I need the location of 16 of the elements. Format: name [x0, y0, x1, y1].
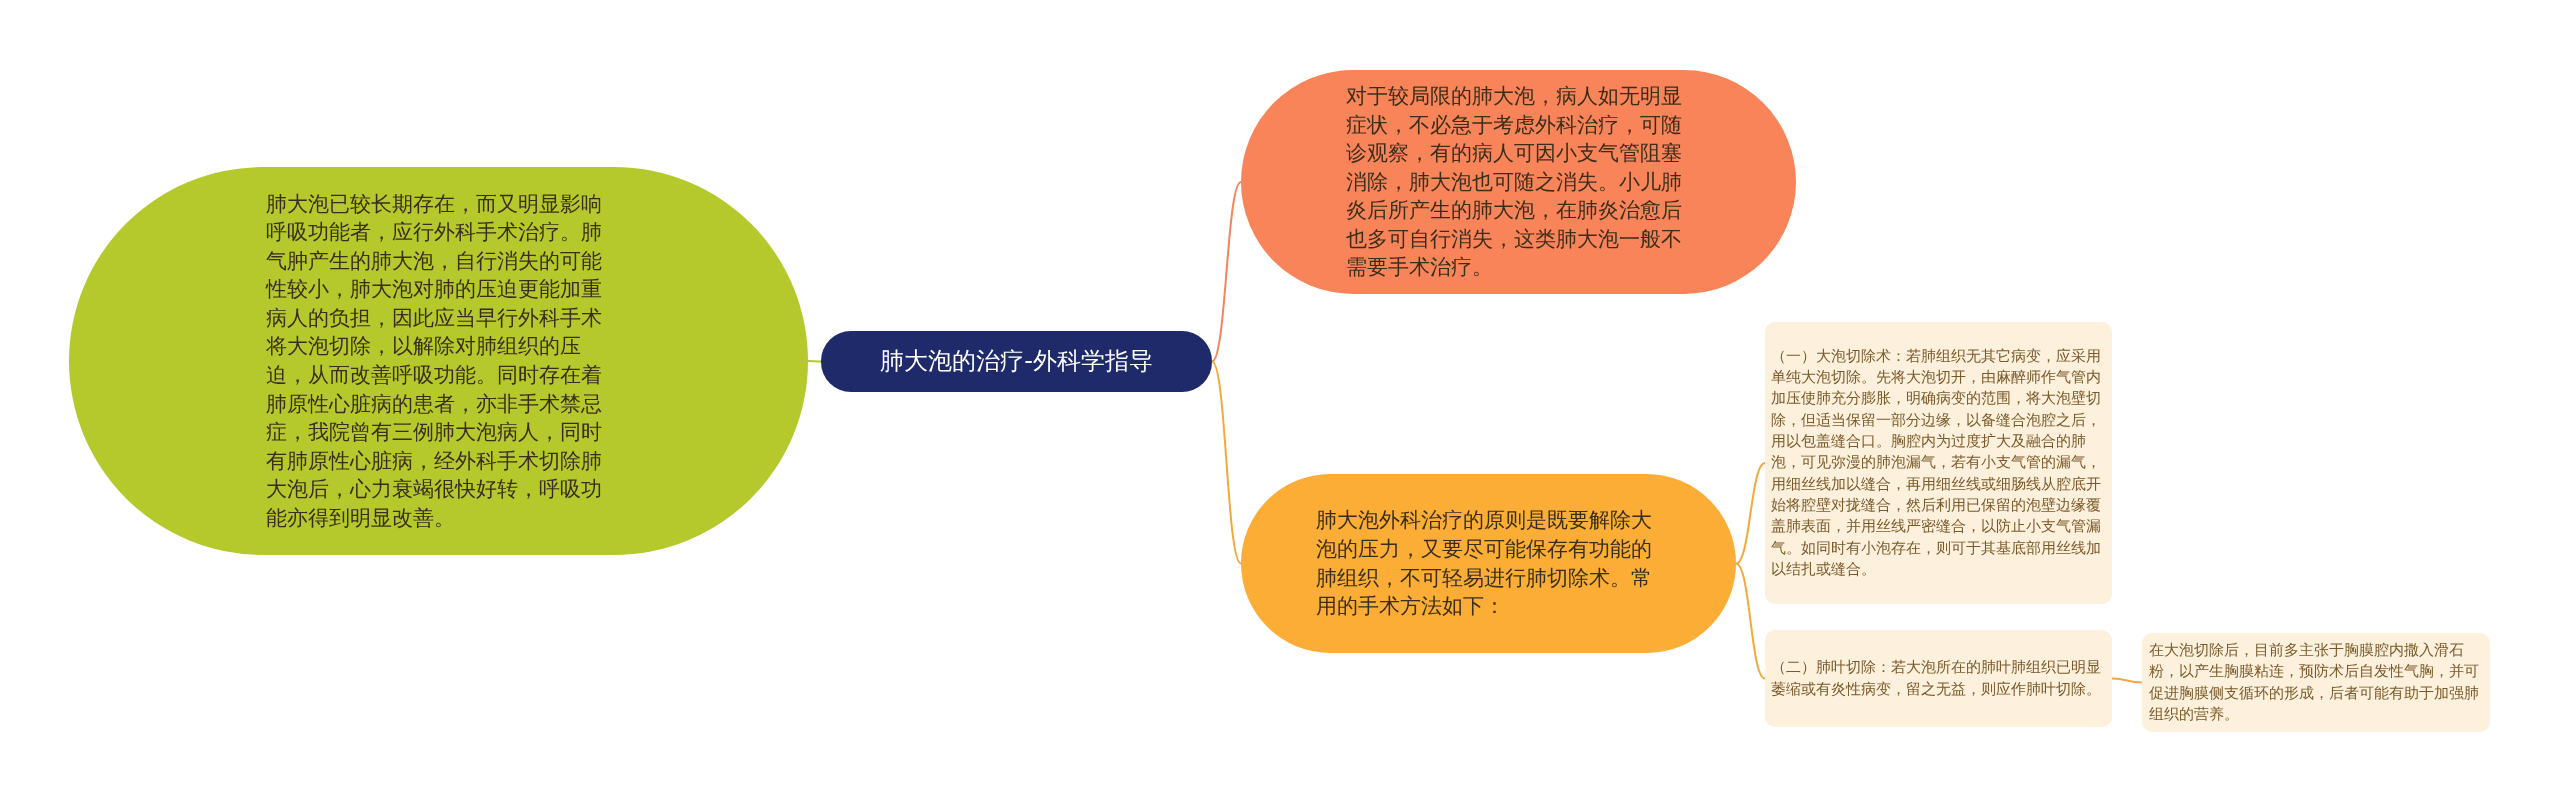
note-card: [1765, 630, 2112, 727]
node-text: （一）大泡切除术：若肺组织无其它病变，应采用单纯大泡切除。先将大泡切开，由麻醉师作气管内加压使肺充分膨胀，明确病变的范围，将大泡壁切除，但适当保留一部分边缘，以备缝合泡腔之后，用以包盖缝合口。胸腔内为过度扩大及融合的肺泡，可见弥漫的肺泡漏气，若有小支气管的漏气，用细丝线加以缝合，再用细丝线或细肠线从腔底开始将腔壁对拢缝合，然后利用已保留的泡壁边缘覆盖肺表面，并用丝线严密缝合，以防止小支气管漏气。如同时有小泡存在，则可于其基底部用丝线加以结扎或缝合。: [1771, 345, 2102, 580]
connector-line: [1211, 360, 1242, 565]
note-card: [1765, 322, 2112, 604]
node-text: 对于较局限的肺大泡，病人如无明显症状，不必急于考虑外科治疗，可随诊观察，有的病人可因小支气管阻塞消除，肺大泡也可随之消失。小儿肺炎后所产生的肺大泡，在肺炎治愈后也多可自行消失，这类肺大泡一般不需要手术治疗。: [1345, 83, 1683, 282]
node-text: 肺大泡的治疗-外科学指导: [879, 345, 1154, 377]
node-text: 肺大泡已较长期存在，而又明显影响呼吸功能者，应行外科手术治疗。肺气肿产生的肺大泡，自行消失的可能性较小，肺大泡对肺的压迫更能加重病人的负担，因此应当早行外科手术将大泡切除，以解除对肺组织的压迫，从而改善呼吸功能。同时存在着肺原性心脏病的患者，亦非手术禁忌症，我院曾有三例肺大泡病人，同时有肺原性心脏病，经外科手术切除肺大泡后，心力衰竭很快好转，呼吸功能亦得到明显改善。: [265, 190, 603, 532]
connector-line: [2111, 677, 2143, 684]
root-topic: [821, 331, 1212, 392]
connector-line: [1211, 181, 1242, 363]
node-text: （二）肺叶切除：若大泡所在的肺叶肺组织已明显萎缩或有炎性病变，留之无益，则应作肺叶切除。: [1771, 657, 2102, 700]
note-card: [2142, 633, 2490, 732]
node-text: 肺大泡外科治疗的原则是既要解除大泡的压力，又要尽可能保存有功能的肺组织，不可轻易进行肺切除术。常用的手术方法如下：: [1315, 507, 1653, 621]
node-text: 在大泡切除后，目前多主张于胸膜腔内撒入滑石粉，以产生胸膜粘连，预防术后自发性气胸，并可促进胸膜侧支循环的形成，后者可能有助于加强肺组织的营养。: [2148, 639, 2480, 725]
connector-line: [1735, 462, 1766, 565]
connector-line: [807, 360, 822, 363]
